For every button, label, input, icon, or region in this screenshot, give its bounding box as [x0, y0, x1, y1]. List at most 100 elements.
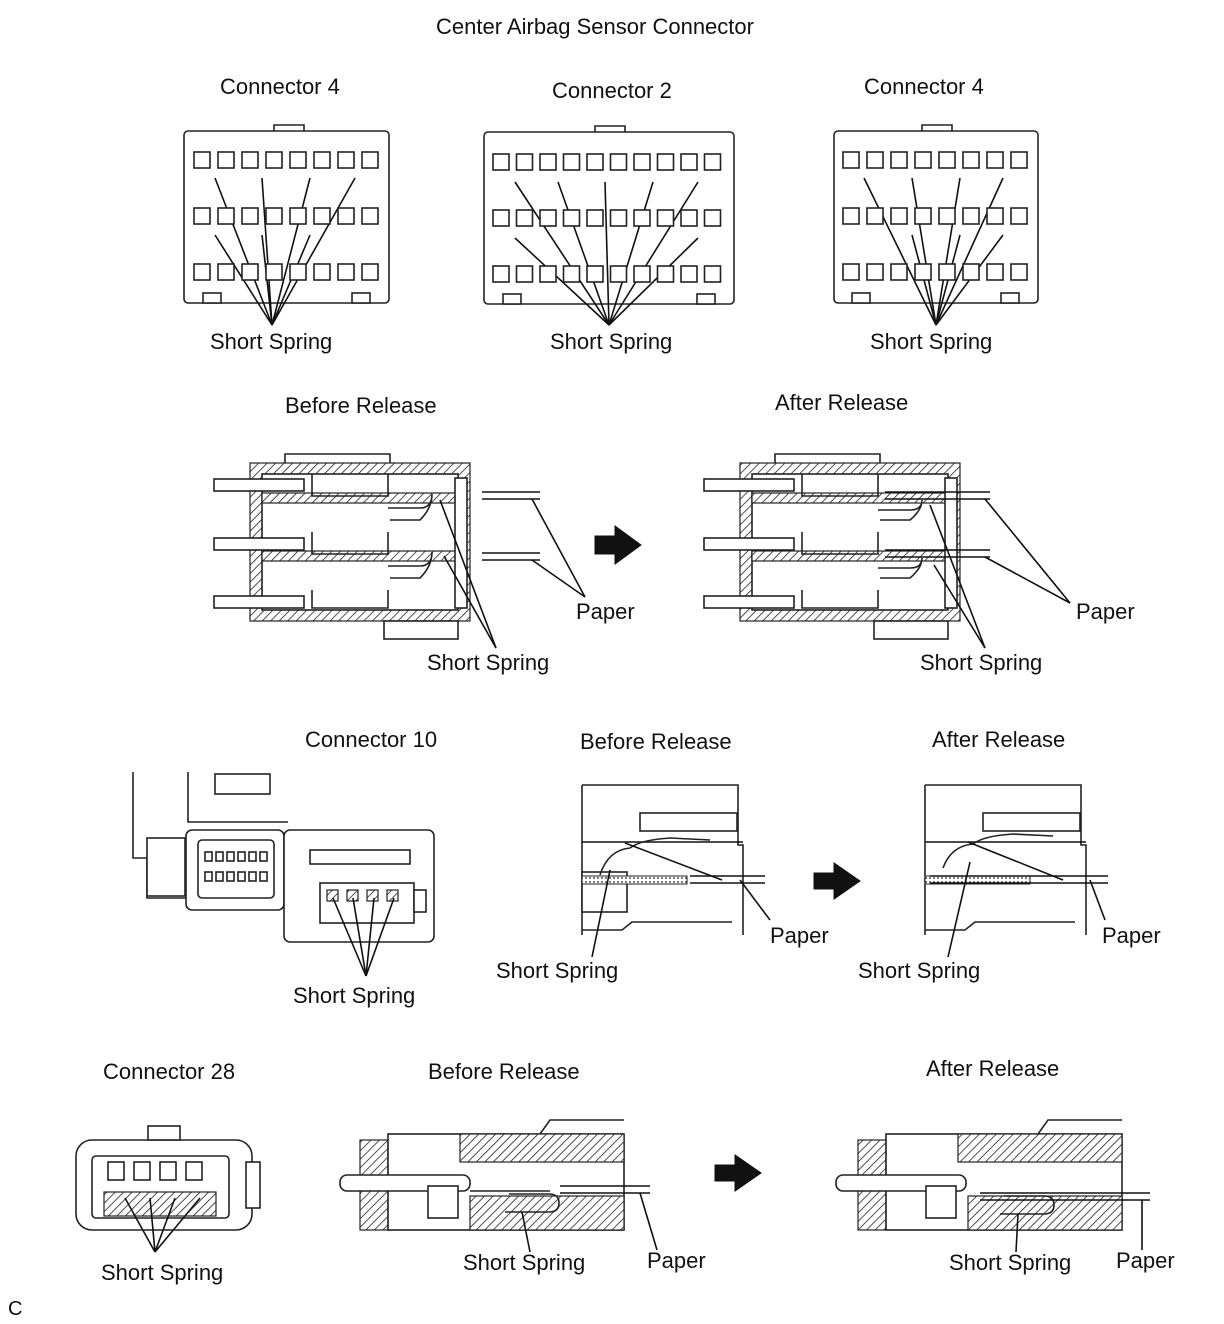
terminal-cell: [986, 207, 1004, 225]
terminal-cell: [133, 1161, 151, 1181]
connector-4-right-label: Connector 4: [864, 74, 984, 99]
terminal-cell: [914, 151, 932, 169]
row3-before-drawing: [581, 784, 771, 958]
terminal-cell: [1010, 207, 1028, 225]
connector-10-short-spring-label: Short Spring: [293, 983, 416, 1008]
page-title: Center Airbag Sensor Connector: [436, 14, 754, 39]
short-spring-contact: [326, 889, 339, 902]
row2-short-spring-after-label: Short Spring: [920, 650, 1043, 675]
terminal-cell: [586, 209, 604, 227]
short-spring-label-c2: Short Spring: [550, 329, 673, 354]
terminal-cell: [890, 151, 908, 169]
terminal-cell: [890, 207, 908, 225]
terminal-cell: [492, 153, 510, 171]
terminal-cell: [248, 851, 257, 862]
terminal-cell: [986, 151, 1004, 169]
terminal-cell: [361, 151, 379, 169]
terminal-cell: [656, 209, 675, 227]
terminal-cell: [633, 265, 651, 283]
terminal-cell: [842, 263, 860, 281]
terminal-cell: [1010, 263, 1028, 281]
terminal-cell: [313, 151, 331, 169]
row3-paper-before-label: Paper: [770, 923, 829, 948]
terminal-cell: [962, 207, 980, 225]
row4-paper-after-label: Paper: [1116, 1248, 1175, 1273]
terminal-cell: [361, 207, 379, 225]
terminal-cell: [609, 153, 628, 171]
connector-10-label: Connector 10: [305, 727, 438, 752]
row3-arrow-icon: [813, 862, 861, 900]
terminal-cell: [539, 265, 557, 283]
terminal-cell: [938, 151, 956, 169]
short-spring-label-c4-left: Short Spring: [210, 329, 333, 354]
connector-2-drawing: [483, 125, 735, 326]
terminal-cell: [265, 207, 283, 225]
terminal-cell: [492, 209, 510, 227]
terminal-cell: [962, 263, 980, 281]
row3-short-spring-before-label: Short Spring: [496, 958, 619, 983]
terminal-cell: [890, 263, 908, 281]
terminal-cell: [185, 1161, 203, 1181]
terminal-cell: [237, 871, 246, 882]
row4-short-spring-before-label: Short Spring: [463, 1250, 586, 1275]
terminal-cell: [562, 209, 581, 227]
row3-after-release-label: After Release: [932, 727, 1066, 752]
connector-28-short-spring-label: Short Spring: [101, 1260, 224, 1285]
terminal-cell-grid: [842, 151, 1028, 281]
row4-arrow-icon: [714, 1154, 762, 1192]
row2-short-spring-before-label: Short Spring: [427, 650, 550, 675]
terminal-cell: [241, 207, 259, 225]
terminal-cell: [217, 263, 235, 281]
row3-paper-after-label: Paper: [1102, 923, 1161, 948]
connector-4-left-drawing: [183, 124, 390, 326]
short-spring-label-c4-right: Short Spring: [870, 329, 993, 354]
terminal-cell-grid: [193, 151, 379, 281]
row2-after-release-label: After Release: [775, 390, 909, 415]
terminal-cell: [633, 153, 651, 171]
terminal-cell: [193, 263, 211, 281]
short-spring-contact: [346, 889, 359, 902]
terminal-cell: [226, 871, 235, 882]
connector-4-left-label: Connector 4: [220, 74, 340, 99]
terminal-cell: [539, 153, 557, 171]
terminal-cell: [656, 265, 675, 283]
terminal-cell: [259, 871, 268, 882]
terminal-cell: [492, 265, 510, 283]
row2-paper-before-label: Paper: [576, 599, 635, 624]
terminal-cell: [289, 263, 307, 281]
terminal-cell: [680, 209, 698, 227]
connector-28-label: Connector 28: [103, 1059, 236, 1084]
terminal-cell: [656, 153, 675, 171]
terminal-cell: [204, 851, 213, 862]
terminal-cell: [562, 265, 581, 283]
terminal-cell: [241, 151, 259, 169]
terminal-cell: [248, 871, 257, 882]
row4-after-release-label: After Release: [926, 1056, 1060, 1081]
terminal-cell: [241, 263, 259, 281]
row4-paper-before-label: Paper: [647, 1248, 706, 1273]
terminal-cell: [842, 207, 860, 225]
terminal-cell: [337, 263, 355, 281]
terminal-cell: [586, 153, 604, 171]
row4-after-drawing: [835, 1119, 1150, 1253]
terminal-cell: [539, 209, 557, 227]
terminal-cell: [289, 151, 307, 169]
terminal-cell: [313, 207, 331, 225]
connector-4-right-drawing: [833, 124, 1039, 326]
row2-paper-after-label: Paper: [1076, 599, 1135, 624]
row4-before-drawing: [339, 1119, 658, 1253]
terminal-cell: [226, 851, 235, 862]
row2-before-release-label: Before Release: [285, 393, 437, 418]
terminal-cell: [562, 153, 581, 171]
terminal-cell: [204, 871, 213, 882]
terminal-cell: [938, 263, 956, 281]
row2-after-drawing: [703, 453, 1071, 649]
terminal-cell: [914, 263, 932, 281]
row2-before-drawing: [213, 453, 586, 649]
terminal-cell: [866, 263, 884, 281]
row2-arrow-icon: [594, 525, 642, 565]
terminal-cell: [265, 151, 283, 169]
corner-code: C: [8, 1298, 23, 1320]
terminal-cell: [193, 151, 211, 169]
